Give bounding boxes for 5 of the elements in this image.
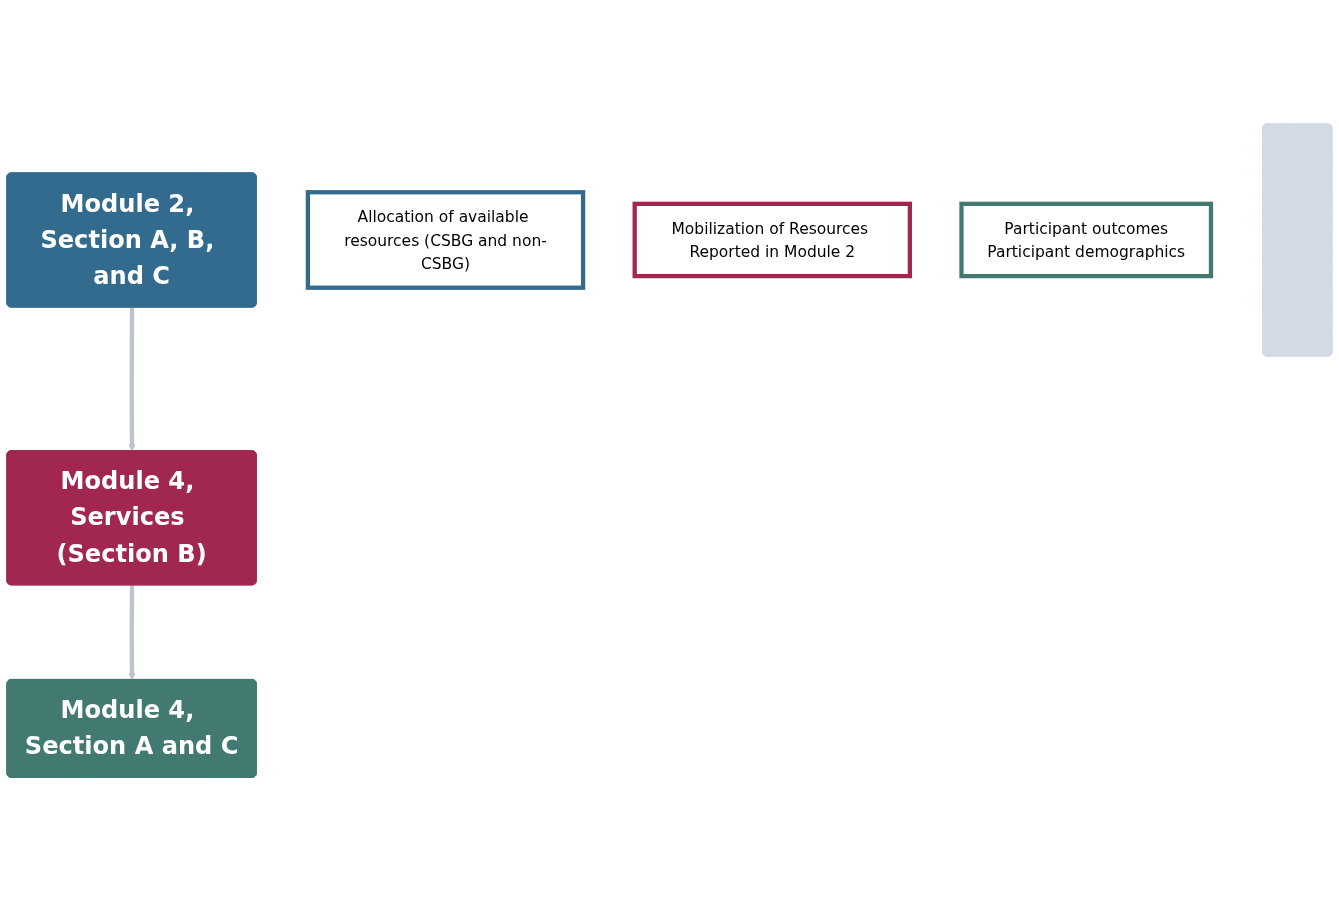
- arrow: [128, 585, 136, 681]
- node-box: Participant outcomes Participant demographics: [959, 202, 1214, 279]
- node-box: Allocation of available resources (CSBG and non-CSBG): [305, 190, 586, 291]
- arrow: [128, 307, 136, 452]
- node-box: Mobilization of Resources Reported in Module 2: [632, 202, 913, 279]
